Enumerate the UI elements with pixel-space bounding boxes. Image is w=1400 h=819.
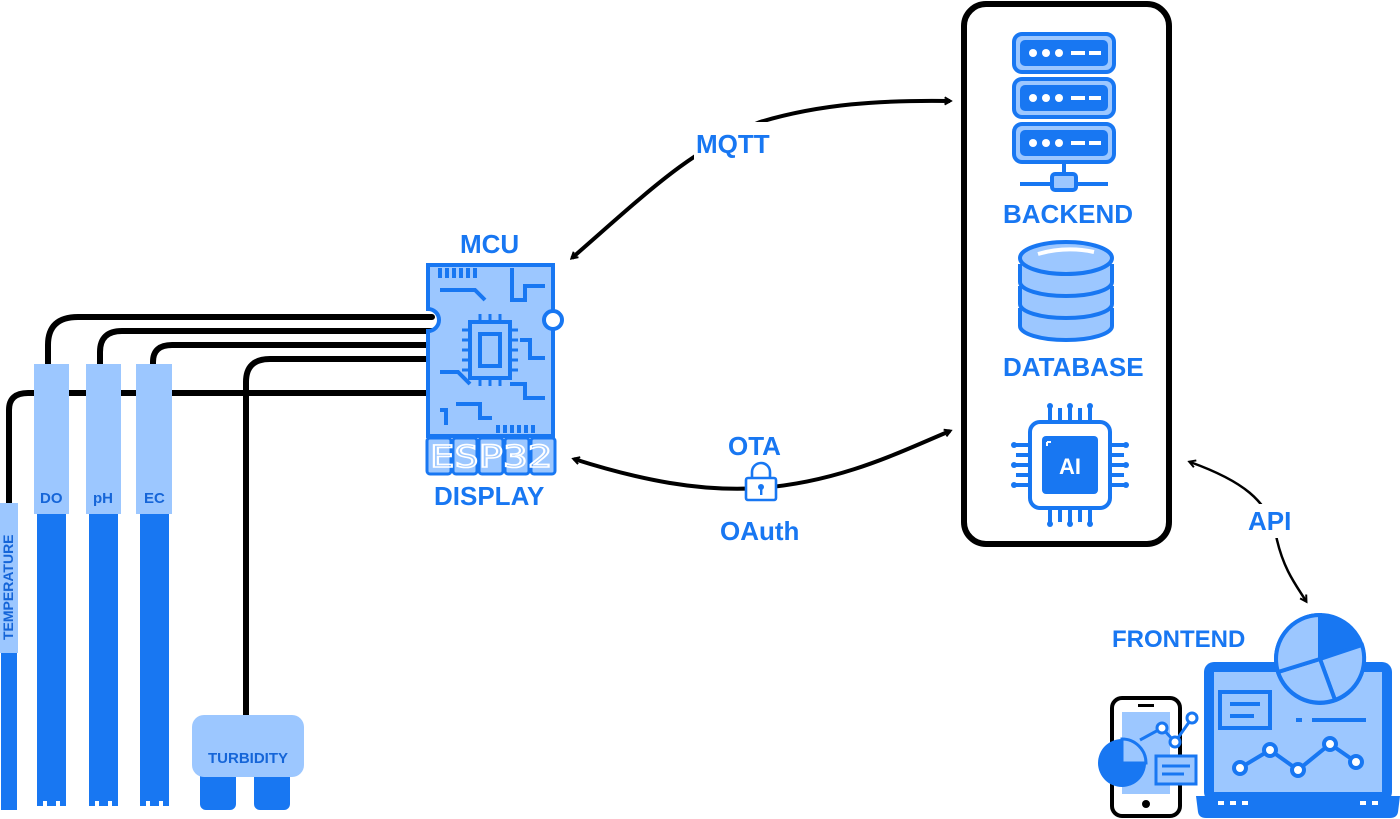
mqtt-label: MQTT	[696, 129, 770, 159]
database-icon	[1018, 240, 1114, 342]
esp32-display: ESP32	[425, 436, 557, 476]
ec-probe	[136, 364, 172, 806]
ph-probe	[86, 364, 121, 806]
oauth-label: OAuth	[720, 516, 800, 546]
wire-ec	[150, 342, 435, 369]
frontend-label: FRONTEND	[1112, 626, 1246, 653]
do-probe	[34, 364, 69, 806]
lock-icon	[744, 461, 778, 502]
api-label: API	[1248, 506, 1292, 536]
wire-temperature	[6, 390, 435, 508]
ai-chip-icon: AI	[1011, 403, 1129, 527]
ec-label: EC	[144, 490, 165, 507]
ai-chip-text: AI	[1059, 454, 1081, 479]
wire-turbidity	[243, 356, 435, 721]
display-text: ESP32	[430, 440, 552, 475]
database-label: DATABASE	[1003, 352, 1144, 382]
connection-arrows	[572, 101, 1306, 601]
wire-ph	[97, 328, 435, 369]
temperature-probe	[0, 503, 18, 810]
smartphone-icon	[1098, 696, 1199, 818]
microcontroller-board-icon	[426, 263, 564, 438]
turbidity-label: TURBIDITY	[208, 750, 288, 767]
display-label: DISPLAY	[434, 481, 545, 511]
backend-label: BACKEND	[1003, 199, 1133, 229]
server-rack-icon	[1012, 32, 1116, 192]
laptop-dashboard-icon	[1196, 612, 1400, 818]
temperature-label: TEMPERATURE	[0, 534, 16, 640]
sensor-wires	[6, 314, 435, 721]
wire-do	[45, 314, 435, 369]
ota-label: OTA	[728, 431, 781, 461]
do-label: DO	[40, 490, 63, 507]
mcu-label: MCU	[460, 229, 520, 259]
ph-label: pH	[93, 490, 113, 507]
turbidity-sensor	[192, 715, 304, 810]
